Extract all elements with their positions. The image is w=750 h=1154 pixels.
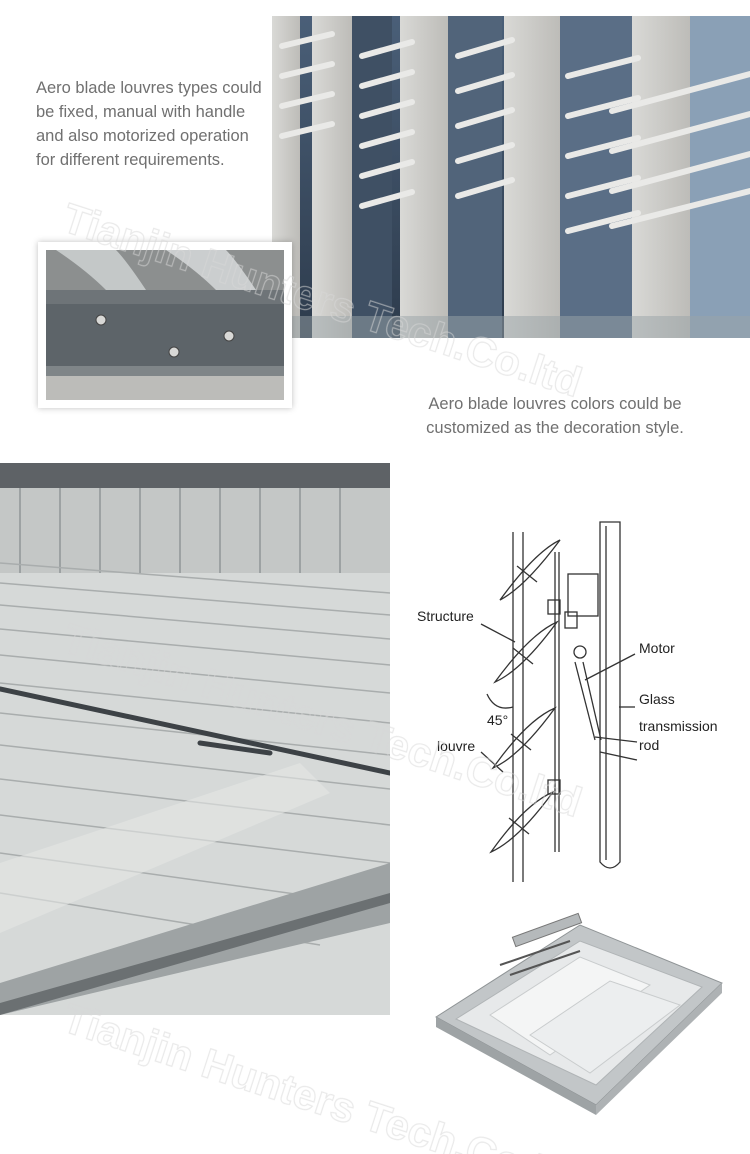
angle-label: 45°: [487, 712, 509, 728]
louvre-label: louvre: [437, 738, 476, 754]
structure-label: Structure: [417, 608, 474, 624]
glass-label: Glass: [639, 691, 675, 707]
facade-photo: [272, 16, 750, 338]
transmission-label: transmission: [639, 718, 718, 734]
roof-louvre-photo: [0, 463, 390, 1015]
blade-closeup-photo: [38, 242, 292, 408]
louvre-colors-description: Aero blade louvres colors could be custo…: [426, 395, 684, 437]
louvre-types-description: Aero blade louvres types could be fixed,…: [36, 79, 262, 169]
motorized-louvre-panel-image: [430, 905, 730, 1115]
louvre-mechanism-diagram: Structure Motor Glass 45° transmission l…: [405, 512, 750, 887]
rod-label: rod: [639, 737, 660, 753]
motor-label: Motor: [639, 640, 675, 656]
